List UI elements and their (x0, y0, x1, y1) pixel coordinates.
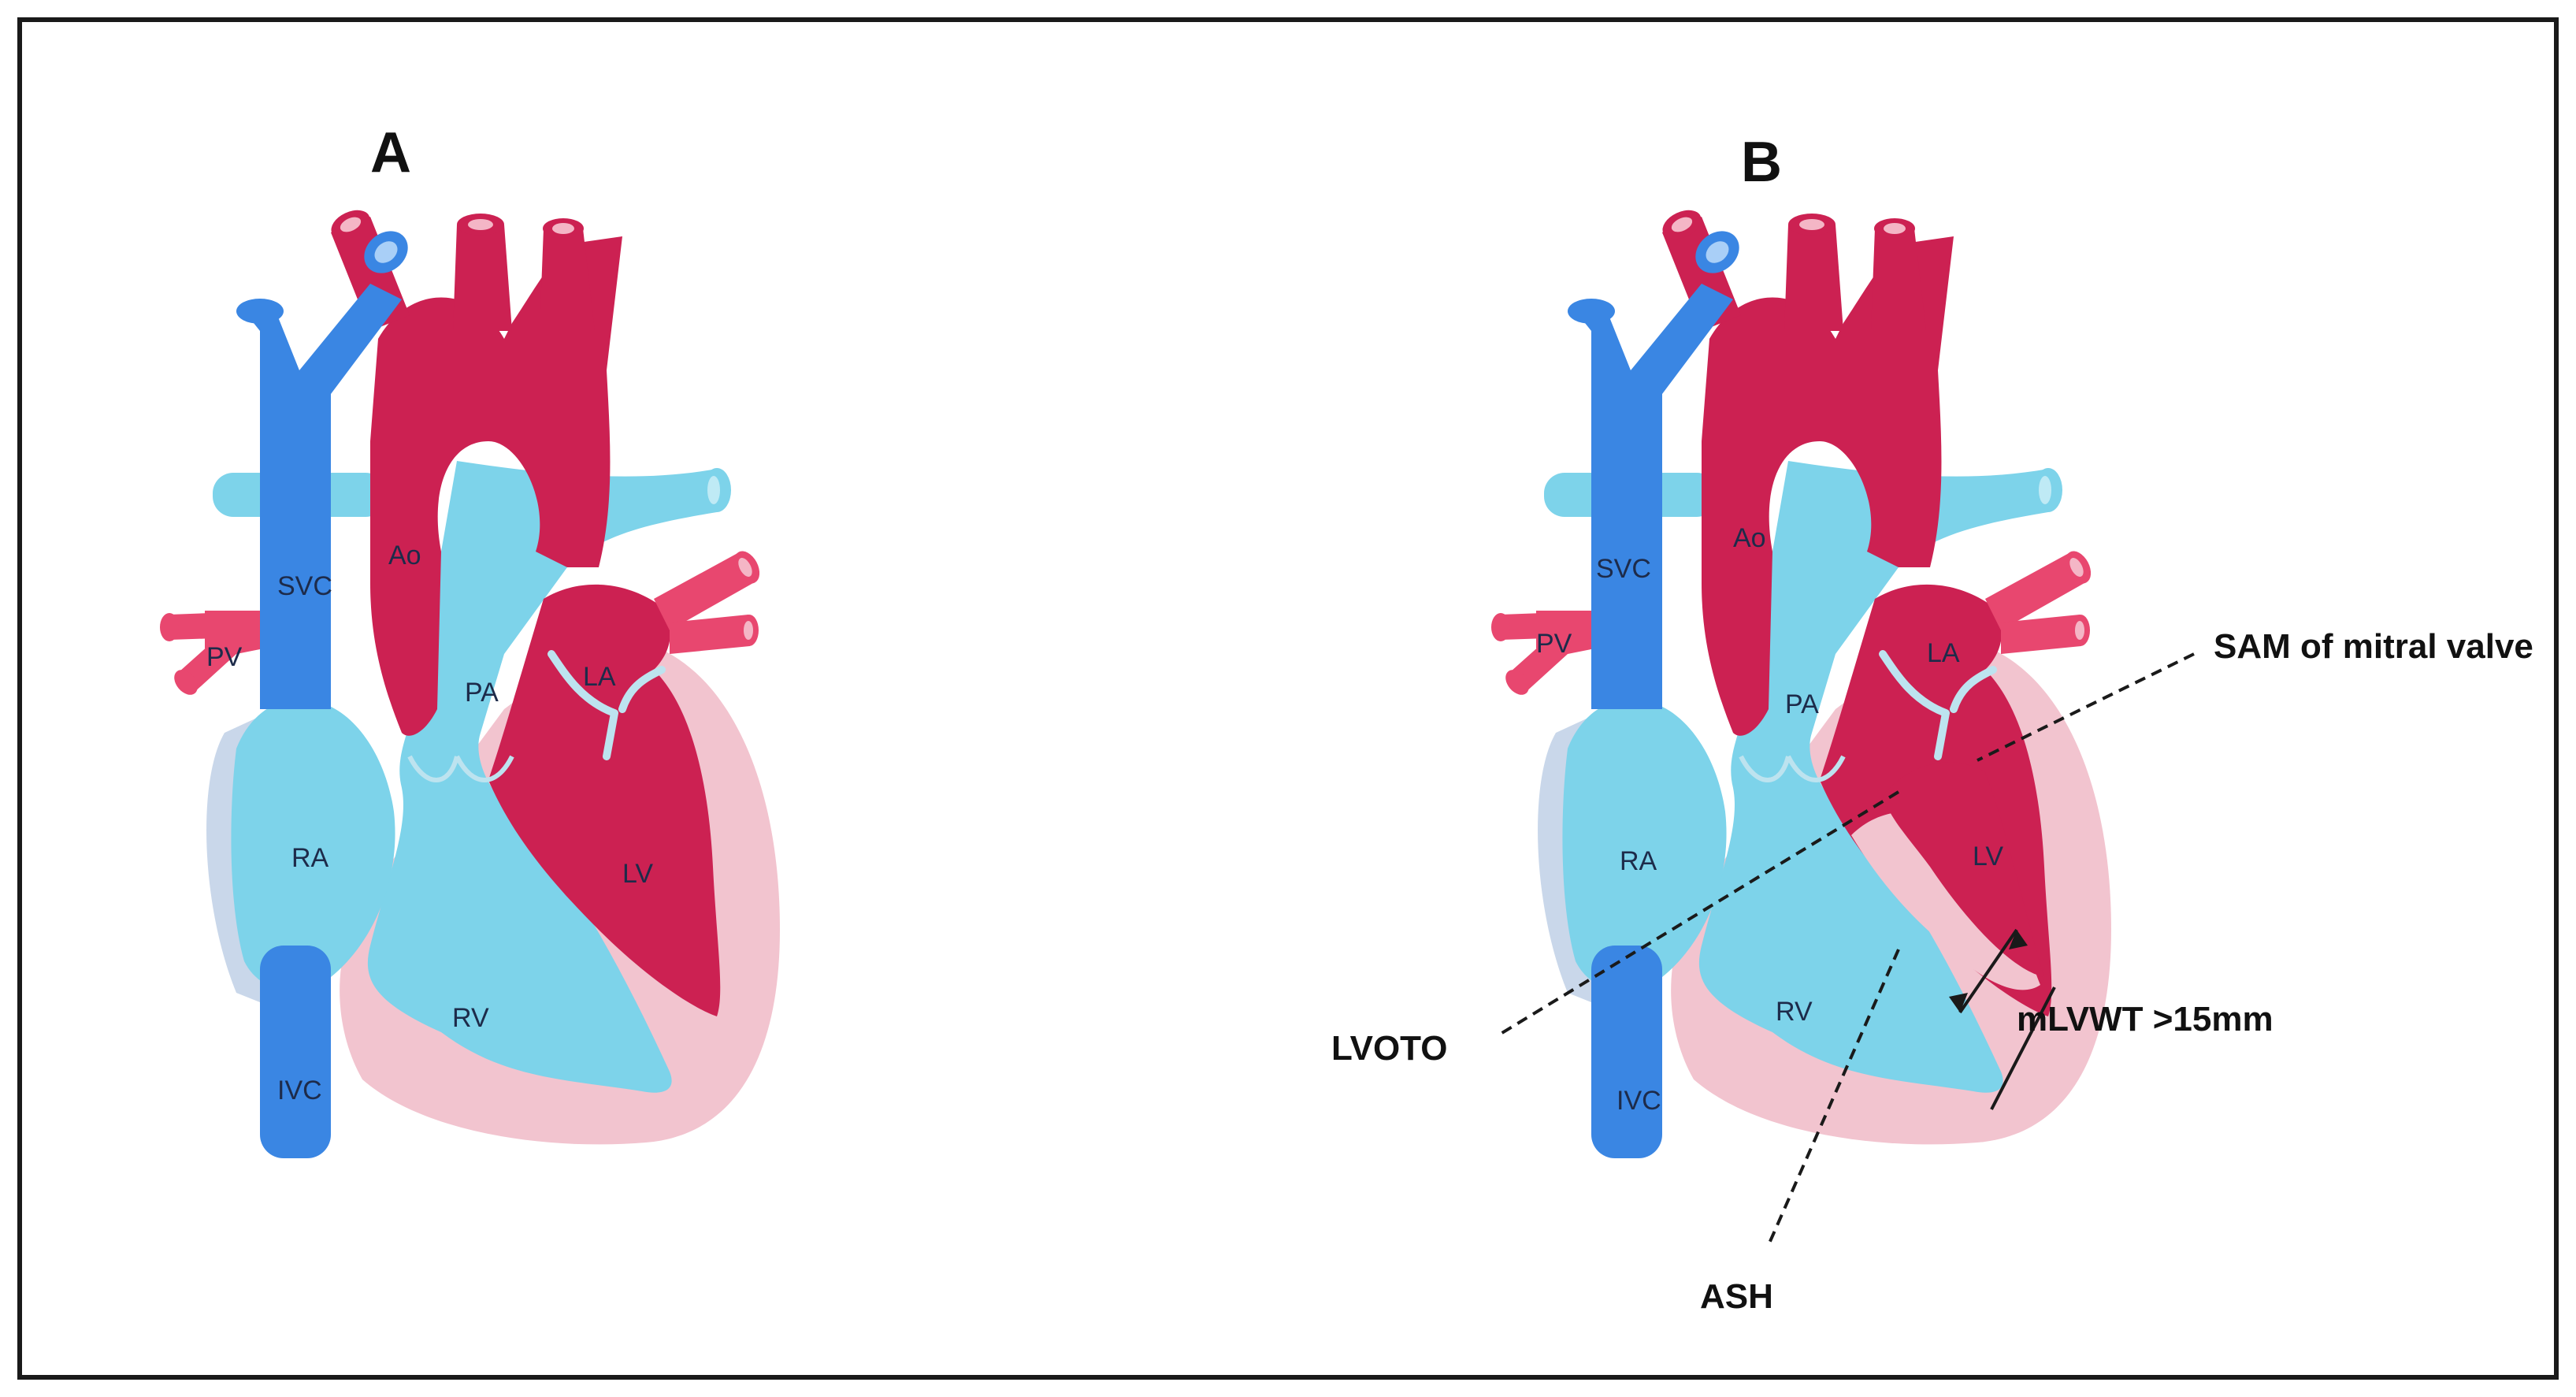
pa-label: PA (465, 678, 499, 708)
la-label-b: LA (1927, 638, 1960, 668)
ivc-label: IVC (277, 1076, 322, 1105)
wall-thickness-arrow (1949, 928, 2056, 1110)
panel-b-letter: B (1741, 131, 1782, 194)
ao-label: Ao (388, 541, 421, 570)
panel-a: A SVC IVC Ao PA PV RA RV LA LV (160, 121, 780, 1158)
panel-a-letter: A (370, 121, 411, 184)
lvoto-leader-line (1495, 790, 1900, 1038)
pv-label-b: PV (1536, 629, 1572, 659)
ao-label-b: Ao (1733, 523, 1766, 553)
heart-hcm-illustration (1491, 205, 2111, 1158)
pv-label: PV (206, 642, 243, 672)
lv-label-b: LV (1973, 842, 2003, 871)
pa-label-b: PA (1785, 689, 1819, 719)
svc-label: SVC (277, 571, 332, 601)
lvoto-annotation: LVOTO (1331, 1029, 1448, 1068)
ra-label-b: RA (1620, 846, 1657, 876)
mlvwt-annotation: mLVWT >15mm (2017, 1000, 2273, 1038)
lv-label: LV (622, 859, 653, 889)
la-label: LA (583, 662, 616, 692)
rv-label-b: RV (1776, 997, 1813, 1027)
ash-annotation: ASH (1700, 1277, 1773, 1316)
ra-label: RA (291, 843, 329, 873)
ivc-label-b: IVC (1616, 1086, 1661, 1116)
sam-leader-line (1977, 652, 2195, 762)
rv-label: RV (452, 1003, 489, 1033)
panel-b: B SVC IVC Ao PA PV RA RV LA LV SAM of mi… (1331, 131, 2533, 1316)
svc-label-b: SVC (1596, 554, 1651, 584)
sam-annotation: SAM of mitral valve (2214, 627, 2533, 666)
